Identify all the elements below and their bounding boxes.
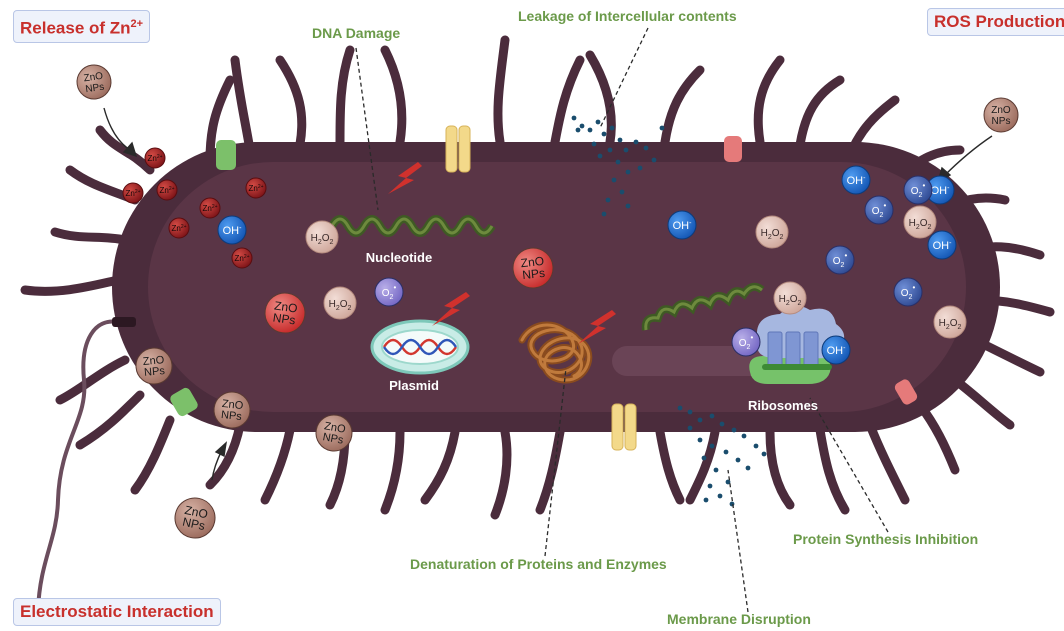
superoxide-anion: O2• [826,246,854,274]
hydrogen-peroxide: H2O2 [774,282,806,314]
leakage-label: Leakage of Intercellular contents [518,8,737,24]
superoxide-anion: O2• [375,278,403,306]
membrane-channel [216,140,236,170]
ros-production-label: ROS Production [934,12,1064,31]
hydroxyl-radical: OH- [842,166,870,194]
superoxide-anion: O2• [894,278,922,306]
zn-ion: Zn2+ [246,178,266,198]
plasmid-label: Plasmid [389,378,439,393]
superoxide-anion: O2• [865,196,893,224]
electrostatic-interaction-box: Electrostatic Interaction [13,598,221,626]
zn-charge-label: 2+ [131,18,144,30]
membrane-disruption-label: Membrane Disruption [667,611,811,627]
nucleotide-label: Nucleotide [366,250,432,265]
svg-text:ZnONPs: ZnONPs [991,105,1011,127]
flagellum [38,322,118,610]
hydrogen-peroxide: H2O2 [324,287,356,319]
svg-text:ZnONPs: ZnONPs [142,354,166,379]
flagellum-motor [112,317,136,327]
zn-ion: Zn2+ [200,198,220,218]
superoxide-anion: O2• [904,176,932,204]
zno-nanoparticle: ZnONPs [171,494,218,541]
plasmid [372,321,468,373]
zn-ion: Zn2+ [169,218,189,238]
hydrogen-peroxide: H2O2 [904,206,936,238]
svg-text:ZnONPs: ZnONPs [83,71,106,96]
membrane-pump [724,136,742,162]
hydroxyl-radical: OH- [218,216,246,244]
electrostatic-interaction-label: Electrostatic Interaction [20,602,214,621]
zno-nanoparticle: ZnONPs [75,63,113,101]
zn-ion: Zn2+ [145,148,165,168]
ribosomes-label: Ribosomes [748,398,818,413]
zn-ion: Zn2+ [232,248,252,268]
hydrogen-peroxide: H2O2 [306,221,338,253]
svg-text:ZnONPs: ZnONPs [520,254,546,282]
ros-production-box: ROS Production [927,8,1064,36]
svg-text:ZnONPs: ZnONPs [272,299,299,328]
hydroxyl-radical: OH- [668,211,696,239]
hydrogen-peroxide: H2O2 [756,216,788,248]
protein-synthesis-label: Protein Synthesis Inhibition [793,531,978,547]
dna-damage-label: DNA Damage [312,25,400,41]
superoxide-anion: O2• [732,328,760,356]
hydrogen-peroxide: H2O2 [934,306,966,338]
hydroxyl-radical: OH- [822,336,850,364]
hydroxyl-radical: OH- [928,231,956,259]
zn-ion: Zn2+ [123,183,143,203]
denaturation-label: Denaturation of Proteins and Enzymes [410,556,667,572]
zn-ion: Zn2+ [157,180,177,200]
release-of-zn-box: Release of Zn2+ [13,10,150,43]
release-of-zn-label: Release of Zn [20,19,131,38]
svg-text:ZnONPs: ZnONPs [220,398,244,423]
